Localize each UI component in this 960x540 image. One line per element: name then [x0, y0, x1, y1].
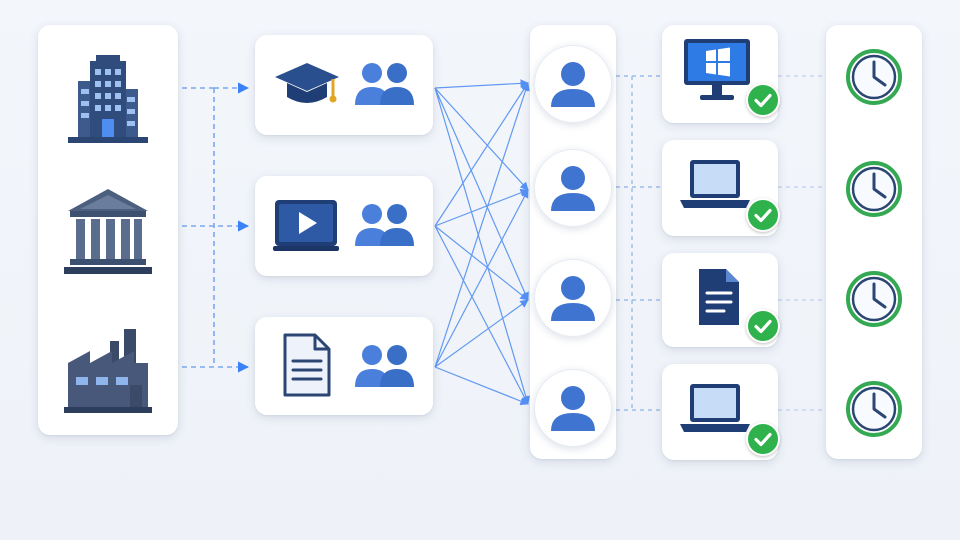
user-group-icon: [355, 204, 414, 246]
clock-icon: [846, 161, 902, 217]
channel-card-document[interactable]: [255, 317, 433, 415]
user-group-icon: [355, 63, 414, 105]
learners-panel: [530, 25, 616, 459]
document-icon: [699, 269, 739, 325]
user-group-icon: [355, 345, 414, 387]
channel-card-course[interactable]: [255, 35, 433, 135]
schedule-panel: [826, 25, 922, 459]
sources-panel: [38, 25, 178, 435]
device-to-schedule-links: [778, 75, 826, 411]
laptop-icon: [680, 160, 750, 208]
check-icon: [746, 83, 780, 117]
document-icon: [283, 333, 331, 397]
user-avatar-icon: [551, 276, 595, 321]
check-icon: [746, 422, 780, 456]
device-card-laptop[interactable]: [662, 140, 780, 236]
office-building-icon: [68, 55, 148, 143]
user-avatar-icon: [551, 386, 595, 431]
device-card-laptop[interactable]: [662, 364, 780, 460]
user-avatar-icon: [551, 166, 595, 211]
source-to-channel-links: [182, 82, 250, 373]
government-building-icon: [64, 189, 152, 274]
channel-card-video[interactable]: [255, 176, 433, 276]
graduation-cap-icon: [275, 63, 339, 103]
video-player-icon: [273, 200, 339, 251]
clock-icon: [846, 49, 902, 105]
clock-icon: [846, 271, 902, 327]
device-card-desktop[interactable]: [662, 25, 780, 123]
user-avatar-icon: [551, 62, 595, 107]
learner-to-device-links: [616, 75, 662, 411]
check-icon: [746, 309, 780, 343]
clock-icon: [846, 381, 902, 437]
factory-icon: [64, 329, 152, 413]
channel-to-learner-links: [434, 79, 530, 406]
check-icon: [746, 198, 780, 232]
device-card-document[interactable]: [662, 253, 780, 347]
desktop-windows-icon: [684, 39, 750, 100]
laptop-icon: [680, 384, 750, 432]
